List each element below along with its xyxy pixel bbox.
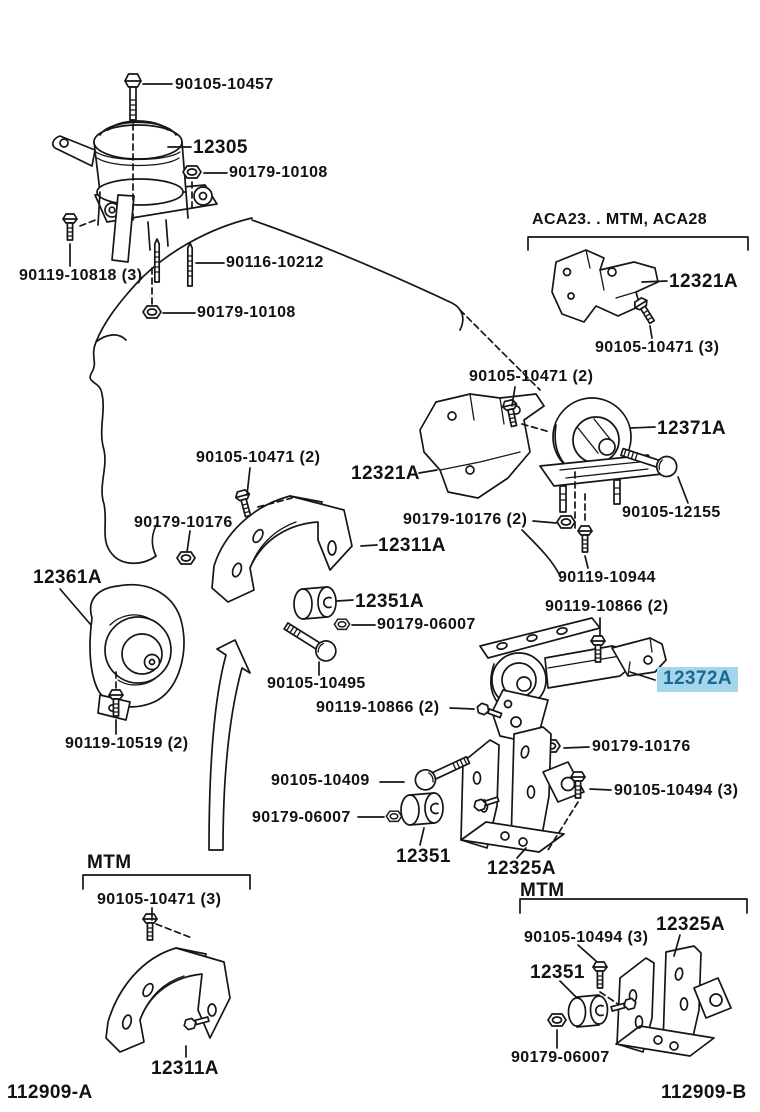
part-label-90105-10495: 90105-10495 <box>267 675 366 692</box>
part-label-12351: 12351 <box>530 962 585 983</box>
part-label-12321a: 12321A <box>351 463 420 484</box>
part-label-90179-10176-2: 90179-10176 (2) <box>403 511 528 528</box>
mount-12361a-drawing <box>89 584 185 721</box>
part-label-90105-10494-3: 90105-10494 (3) <box>524 929 649 946</box>
leader-lines <box>59 83 689 1058</box>
part-label-12311a: 12311A <box>151 1058 219 1079</box>
part-label-90105-10471-2: 90105-10471 (2) <box>469 368 594 385</box>
part-label-90105-10471-3: 90105-10471 (3) <box>97 891 222 908</box>
part-label-12361a: 12361A <box>33 567 102 588</box>
part-label-112909-a: 112909-A <box>7 1082 93 1103</box>
part-label-90119-10866-2: 90119-10866 (2) <box>316 699 440 716</box>
part-label-12351: 12351 <box>396 846 451 867</box>
part-label-12371a: 12371A <box>657 418 726 439</box>
direction-arrow <box>208 639 251 851</box>
bracket-12311a-drawing <box>176 488 353 603</box>
part-label-90105-10494-3: 90105-10494 (3) <box>614 782 739 799</box>
part-label-90105-10471-2: 90105-10471 (2) <box>196 449 321 466</box>
part-label-12325a: 12325A <box>656 914 725 935</box>
part-label-90119-10944: 90119-10944 <box>558 569 656 586</box>
part-label-12372a: 12372A <box>657 667 738 692</box>
part-label-90179-10176: 90179-10176 <box>592 738 691 755</box>
mtm-section-left <box>82 874 251 1053</box>
part-label-90179-06007: 90179-06007 <box>511 1049 610 1066</box>
part-label-90119-10818-3: 90119-10818 (3) <box>19 267 143 284</box>
mount-12305-drawing <box>51 73 218 319</box>
part-label-90119-10866-2: 90119-10866 (2) <box>545 598 669 615</box>
part-label-90119-10519-2: 90119-10519 (2) <box>65 735 189 752</box>
part-label-112909-b: 112909-B <box>661 1082 747 1103</box>
part-label-12321a: 12321A <box>669 271 738 292</box>
part-label-90179-10108: 90179-10108 <box>197 304 296 321</box>
part-label-mtm: MTM <box>520 880 565 901</box>
part-label-90179-10108: 90179-10108 <box>229 164 328 181</box>
part-label-90116-10212: 90116-10212 <box>226 254 324 271</box>
part-label-90179-06007: 90179-06007 <box>252 809 351 826</box>
mount-12371a-drawing <box>539 397 681 553</box>
part-label-90105-12155: 90105-12155 <box>622 504 721 521</box>
insulator-12351a-drawing <box>279 586 351 666</box>
engine-outline-drawing <box>79 217 562 579</box>
part-label-12311a: 12311A <box>378 535 446 556</box>
mtm-section-right <box>519 898 748 1057</box>
bracket-12321a-mid-drawing <box>419 393 551 499</box>
part-label-90179-10176: 90179-10176 <box>134 514 233 531</box>
variant-bracket-aca23 <box>527 236 749 327</box>
part-label-12305: 12305 <box>193 137 248 158</box>
part-label-90105-10409: 90105-10409 <box>271 772 370 789</box>
part-label-90105-10471-3: 90105-10471 (3) <box>595 339 720 356</box>
part-label-12351a: 12351A <box>355 591 424 612</box>
part-label-12325a: 12325A <box>487 858 556 879</box>
part-label-90179-06007: 90179-06007 <box>377 616 476 633</box>
bracket-12325a-mid-drawing <box>385 726 586 853</box>
part-label-mtm: MTM <box>87 852 132 873</box>
part-label-aca23-mtm-aca28: ACA23. . MTM, ACA28 <box>532 211 708 228</box>
part-label-90105-10457: 90105-10457 <box>175 76 274 93</box>
